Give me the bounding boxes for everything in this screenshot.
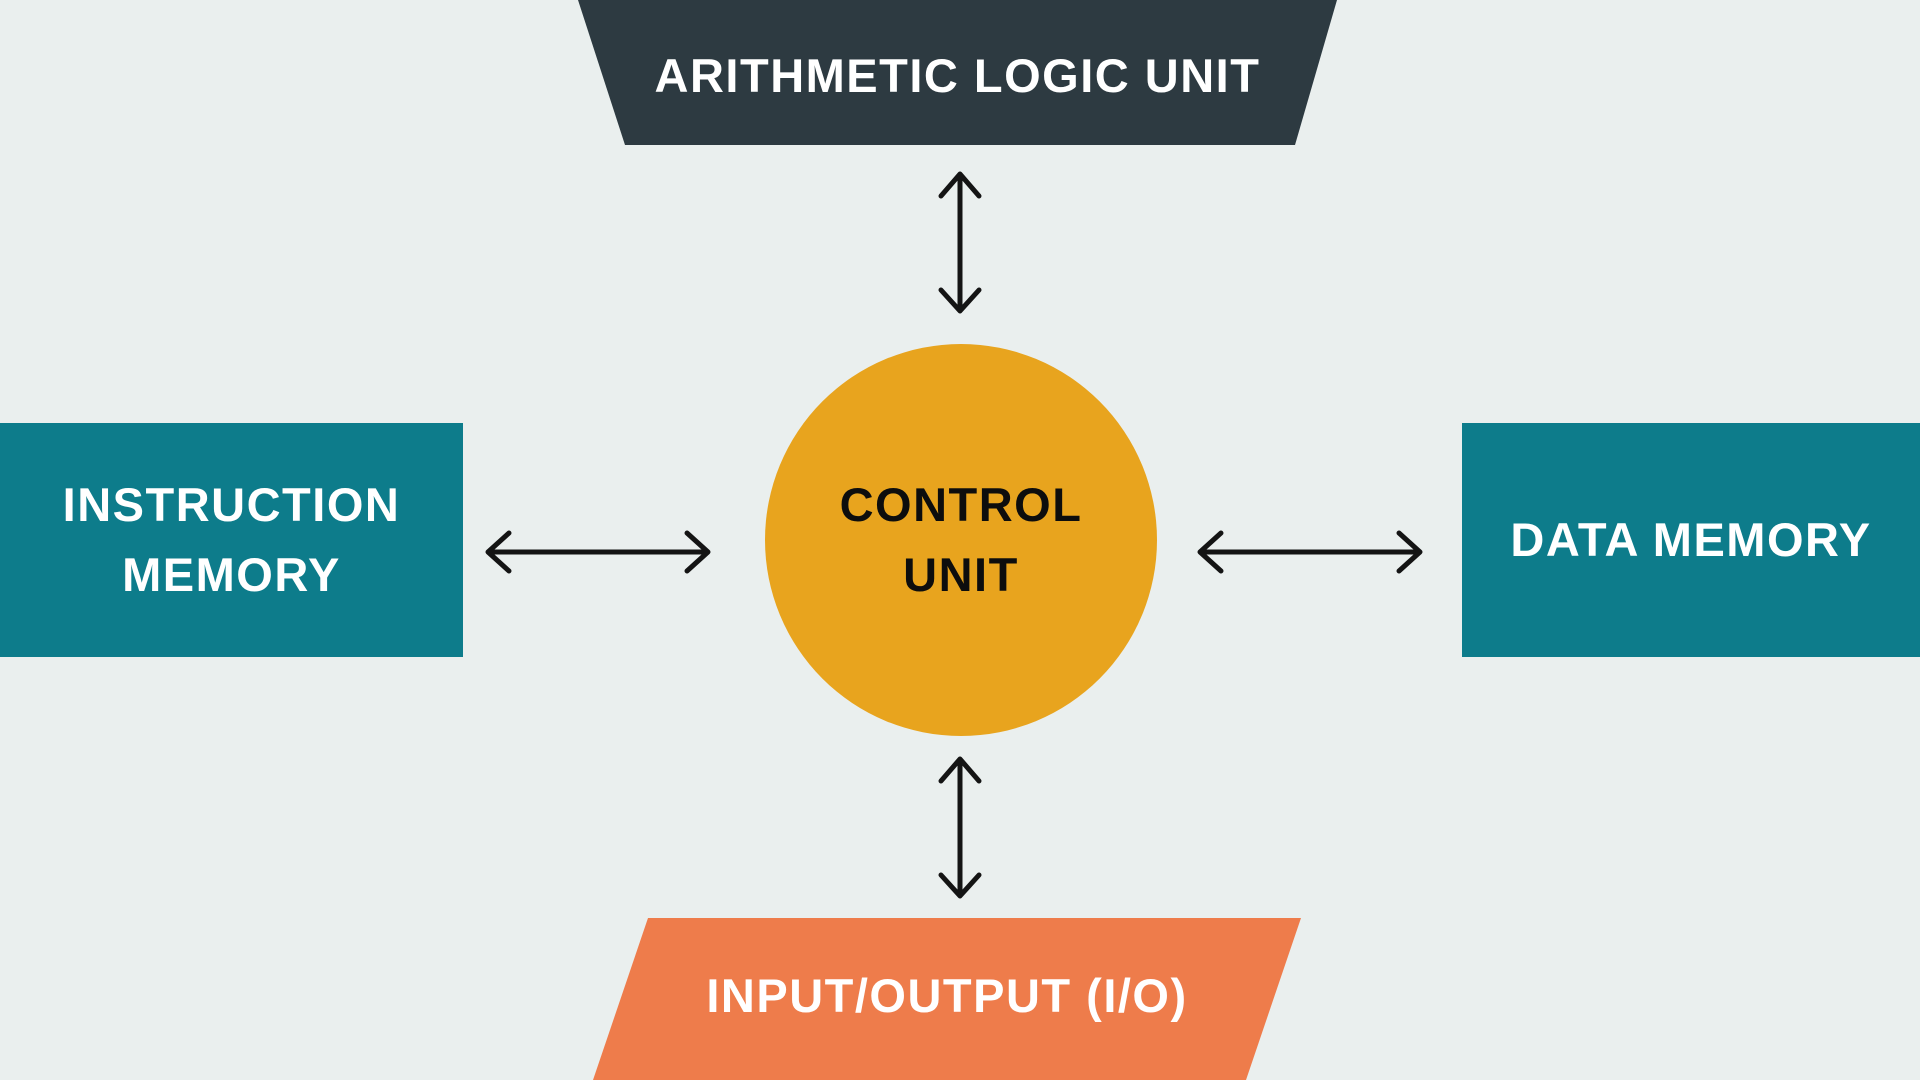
double-arrow-cu-alu-icon <box>938 171 982 314</box>
node-data-memory: DATA MEMORY <box>1462 423 1920 657</box>
instruction-memory-label-line1: INSTRUCTION <box>62 478 401 531</box>
control-unit-label-line1: CONTROL <box>839 478 1083 531</box>
arithmetic-logic-unit-label: ARITHMETIC LOGIC UNIT <box>654 48 1261 102</box>
node-arithmetic-logic-unit: ARITHMETIC LOGIC UNIT <box>578 0 1337 145</box>
control-unit-label-line2: UNIT <box>903 548 1019 601</box>
double-arrow-cu-io-icon <box>938 756 982 899</box>
node-instruction-memory: INSTRUCTION MEMORY <box>0 423 463 657</box>
node-input-output: INPUT/OUTPUT (I/O) <box>593 918 1301 1080</box>
data-memory-label: DATA MEMORY <box>1510 513 1872 566</box>
double-arrow-cu-data-memory-icon <box>1197 530 1423 574</box>
node-control-unit: CONTROL UNIT <box>765 344 1157 736</box>
input-output-label: INPUT/OUTPUT (I/O) <box>706 969 1188 1022</box>
double-arrow-cu-instruction-memory-icon <box>485 530 711 574</box>
instruction-memory-label-line2: MEMORY <box>122 548 341 601</box>
